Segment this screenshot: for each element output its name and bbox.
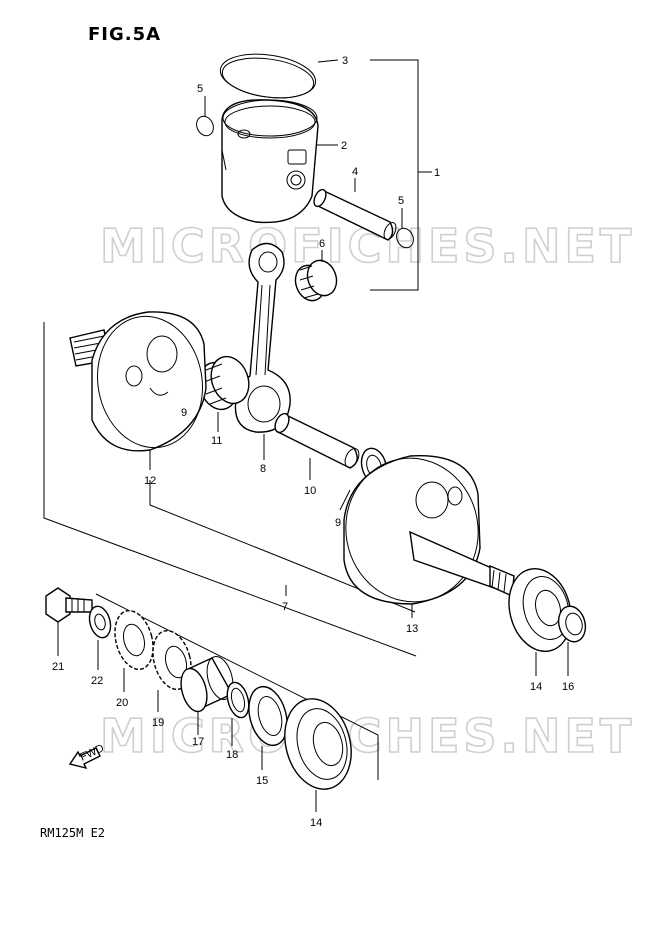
crankshaft-bearing-right (508, 567, 572, 676)
callout-20: 20 (116, 697, 128, 709)
callout-9-right: 9 (335, 517, 341, 529)
figure-title: FIG.5A (88, 24, 162, 45)
forward-arrow-icon (68, 747, 101, 770)
callout-16: 16 (562, 681, 574, 693)
callout-17: 17 (192, 736, 204, 748)
primary-drive-gear (114, 609, 154, 692)
crankshaft-bearing-left (284, 698, 352, 812)
crankshaft-bolt (45, 587, 93, 656)
o-ring (226, 681, 250, 746)
big-end-bearing (198, 355, 250, 432)
oil-seal-right (557, 605, 587, 676)
callout-14-left: 14 (310, 817, 322, 829)
callout-10: 10 (304, 485, 316, 497)
oil-seal-left (248, 685, 288, 770)
crankshaft-left-half (69, 311, 207, 470)
callout-3: 3 (342, 55, 348, 67)
callout-9-left: 9 (181, 407, 187, 419)
bracket-bottom-group (95, 593, 379, 780)
watermark-bottom: MICROFICHES.NET (100, 709, 635, 763)
callout-13: 13 (406, 623, 418, 635)
piston-ring (219, 53, 339, 99)
callout-15: 15 (256, 775, 268, 787)
callout-7: 7 (282, 601, 288, 613)
piston-pin (313, 178, 397, 241)
piston-pin-circlip-right (396, 208, 414, 249)
small-end-bearing (294, 250, 338, 302)
callout-4: 4 (352, 166, 358, 178)
spacer (180, 656, 234, 735)
callout-14-right: 14 (530, 681, 542, 693)
callout-21: 21 (52, 661, 64, 673)
callout-19: 19 (152, 717, 164, 729)
callout-2: 2 (341, 140, 347, 152)
callout-6: 6 (319, 238, 325, 250)
bracket-piston-set (370, 59, 432, 291)
callout-18: 18 (226, 749, 238, 761)
callout-5-left: 5 (197, 83, 203, 95)
washer (88, 605, 112, 670)
callout-1: 1 (434, 167, 440, 179)
callout-5-right: 5 (398, 195, 404, 207)
callout-11: 11 (211, 435, 222, 447)
callout-22: 22 (91, 675, 103, 687)
crank-pin (274, 412, 360, 480)
callout-8: 8 (260, 463, 266, 475)
model-label: RM125M E2 (40, 826, 106, 840)
crankshaft-right-half (343, 454, 515, 618)
piston (221, 99, 338, 224)
callout-12: 12 (144, 475, 156, 487)
drive-gear (152, 629, 192, 712)
piston-pin-circlip-left (196, 96, 214, 137)
